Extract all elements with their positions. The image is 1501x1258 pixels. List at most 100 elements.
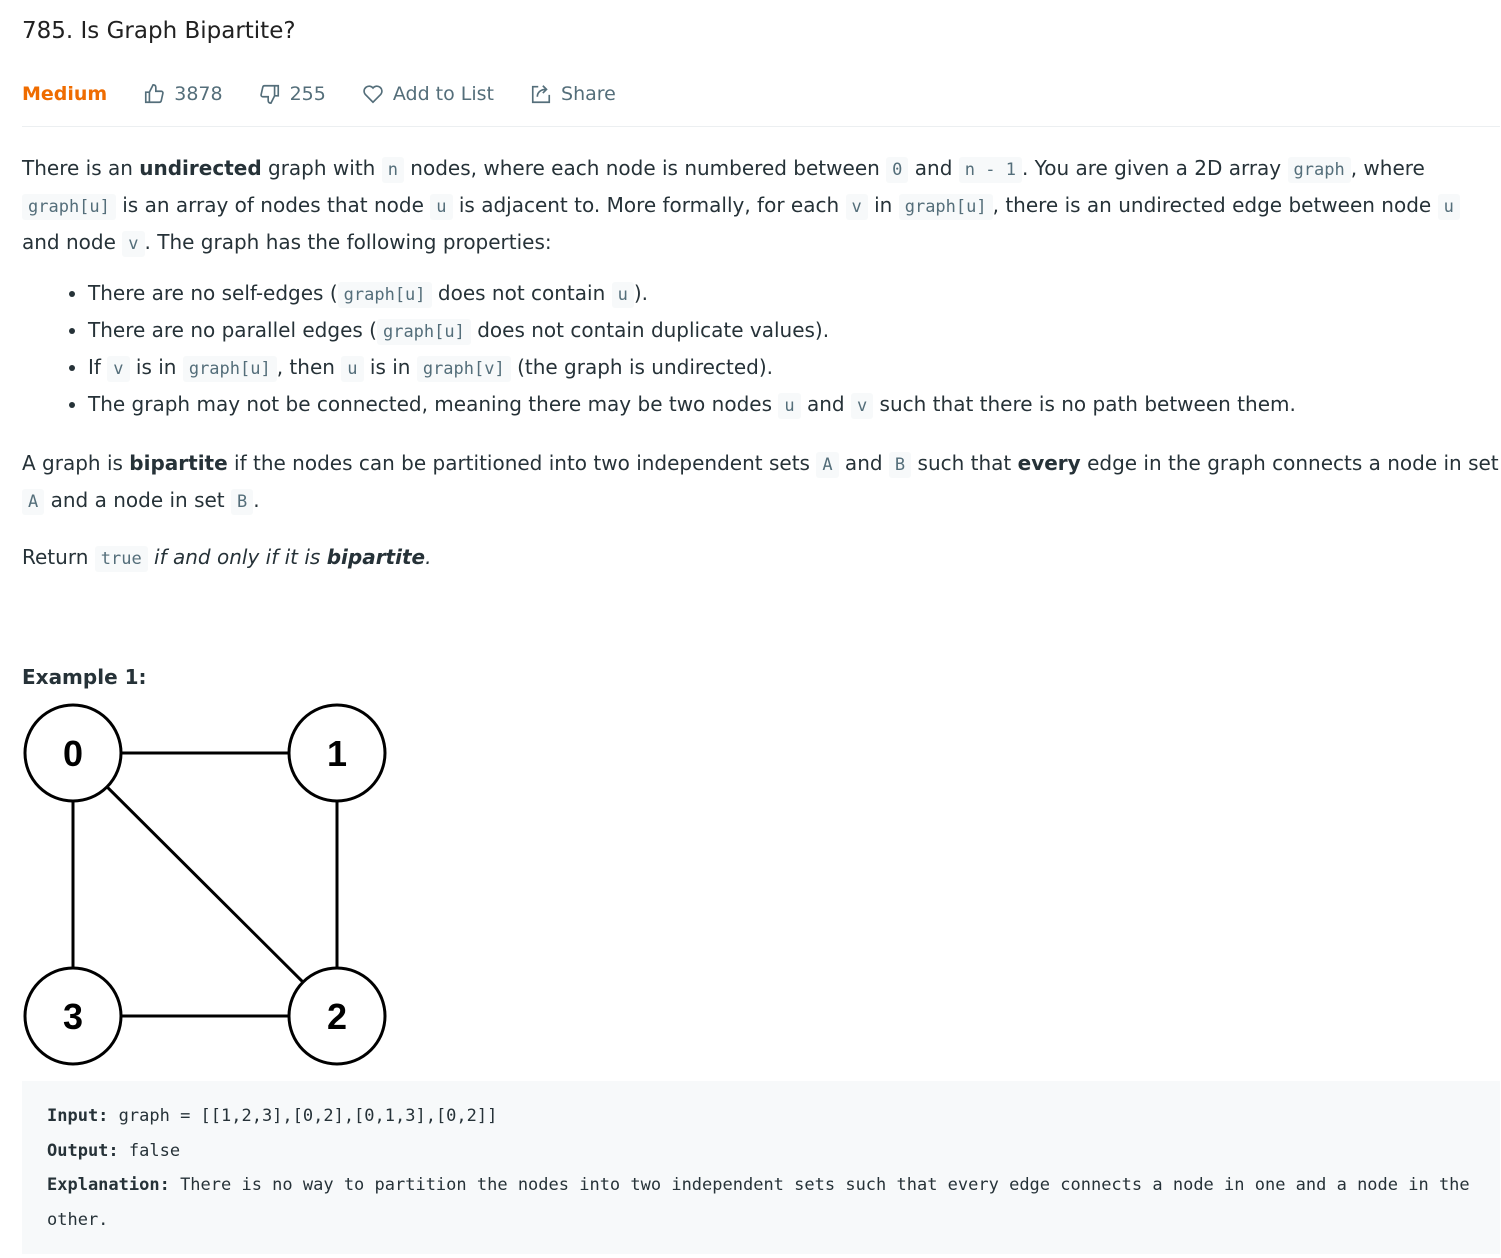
inline-code: B [231,489,254,515]
list-item: There are no self-edges (graph[u] does n… [88,276,1500,313]
inline-code: A [816,452,839,478]
text: does not contain [431,281,612,305]
text: . [253,488,260,512]
inline-code: v [845,194,868,220]
text: bipartite [129,451,228,475]
text: . The graph has the following properties… [144,230,552,254]
text: in [867,193,899,217]
text: if the nodes can be partitioned into two… [227,451,817,475]
text: . [425,545,432,569]
inline-code: graph[u] [337,282,432,308]
inline-code: n [381,157,404,183]
like-count: 3878 [174,83,223,105]
text: such that [911,451,1018,475]
text: undirected [139,156,262,180]
graph-node [23,966,123,1066]
list-item: There are no parallel edges (graph[u] do… [88,313,1500,350]
add-to-list-label: Add to List [392,83,495,105]
inline-code: u [1437,194,1460,220]
text: nodes, where each node is numbered betwe… [403,156,887,180]
explanation-value: There is no way to partition the nodes i… [47,1175,1480,1230]
text: graph with [261,156,382,180]
inline-code: u [430,194,453,220]
text: The graph may not be connected, meaning … [88,392,779,416]
text: bipartite [326,545,426,569]
text: , there is an undirected edge between no… [992,193,1438,217]
graph-node-label: 2 [327,996,347,1037]
graph-node-label: 3 [63,996,83,1037]
text: and a node in set [44,488,231,512]
text: and [908,156,959,180]
text: There is an [22,156,140,180]
inline-code: v [122,231,145,257]
inline-code: u [341,356,364,382]
share-icon [531,85,551,104]
inline-code: graph [1287,157,1351,183]
graph-node-label: 1 [327,733,347,774]
text: . You are given a 2D array [1021,156,1288,180]
input-label: Input: [47,1106,109,1126]
text: and [800,392,851,416]
paragraph: There is an undirected graph with n node… [22,151,1500,262]
text: is in [129,355,183,379]
explanation-label: Explanation: [47,1175,170,1195]
share-label: Share [561,83,616,105]
text: ). [633,281,649,305]
inline-code: v [850,393,874,419]
inline-code: n - 1 [958,157,1022,183]
share-button[interactable]: Share [530,83,616,105]
inline-code: graph[u] [182,356,277,382]
list-item: The graph may not be connected, meaning … [88,387,1500,424]
text: There are no self-edges ( [88,281,338,305]
dislike-button[interactable]: 255 [259,83,326,105]
text: every [1017,451,1081,475]
properties-list: There are no self-edges (graph[u] does n… [22,276,1500,424]
paragraph: A graph is bipartite if the nodes can be… [22,446,1500,520]
text: is an array of nodes that node [115,193,431,217]
add-to-list-button[interactable]: Add to List [362,83,494,105]
text: (the graph is undirected). [510,355,773,379]
bipartite-definition: A graph is bipartite if the nodes can be… [22,446,1500,577]
inline-code: true [94,546,148,572]
inline-code: u [778,393,801,419]
text: if and only if it is [154,545,327,569]
inline-code: graph[u] [898,194,993,220]
inline-code: 0 [886,157,909,183]
text: There are no parallel edges ( [88,318,377,342]
graph-node [287,966,387,1066]
difficulty-badge: Medium [22,83,108,105]
inline-code: graph[u] [376,319,471,345]
example-code-block: Input: graph = [[1,2,3],[0,2],[0,1,3],[0… [22,1081,1500,1254]
example-heading: Example 1: [22,665,147,689]
problem-meta-bar: Medium 3878 255 Add to List Share [22,66,1500,127]
graph-edge [71,751,339,1018]
text: does not contain duplicate values). [470,318,830,342]
problem-title: 785. Is Graph Bipartite? [22,18,296,44]
inline-code: A [22,489,45,515]
inline-code: u [611,282,634,308]
inline-code: graph[v] [416,356,511,382]
text: If [88,355,108,379]
text: and node [22,230,123,254]
graph-node [287,703,387,803]
text: A graph is [22,451,130,475]
paragraph: Return true if and only if it is biparti… [22,540,1500,577]
text: such that there is no path between them. [873,392,1296,416]
input-value: graph = [[1,2,3],[0,2],[0,1,3],[0,2]] [108,1106,498,1126]
inline-code: v [107,356,130,382]
text: is adjacent to. More formally, for each [452,193,846,217]
thumbs-down-icon [259,84,279,104]
text: is in [363,355,417,379]
text: , then [276,355,342,379]
graph-node [23,703,123,803]
inline-code: B [888,452,912,478]
heart-icon [363,85,383,104]
thumbs-up-icon [145,84,164,104]
text: edge in the graph connects a node in set [1080,451,1499,475]
output-label: Output: [47,1140,119,1161]
dislike-count: 255 [289,83,326,105]
description-paragraphs: There is an undirected graph with n node… [22,151,1500,262]
like-button[interactable]: 3878 [143,83,223,105]
